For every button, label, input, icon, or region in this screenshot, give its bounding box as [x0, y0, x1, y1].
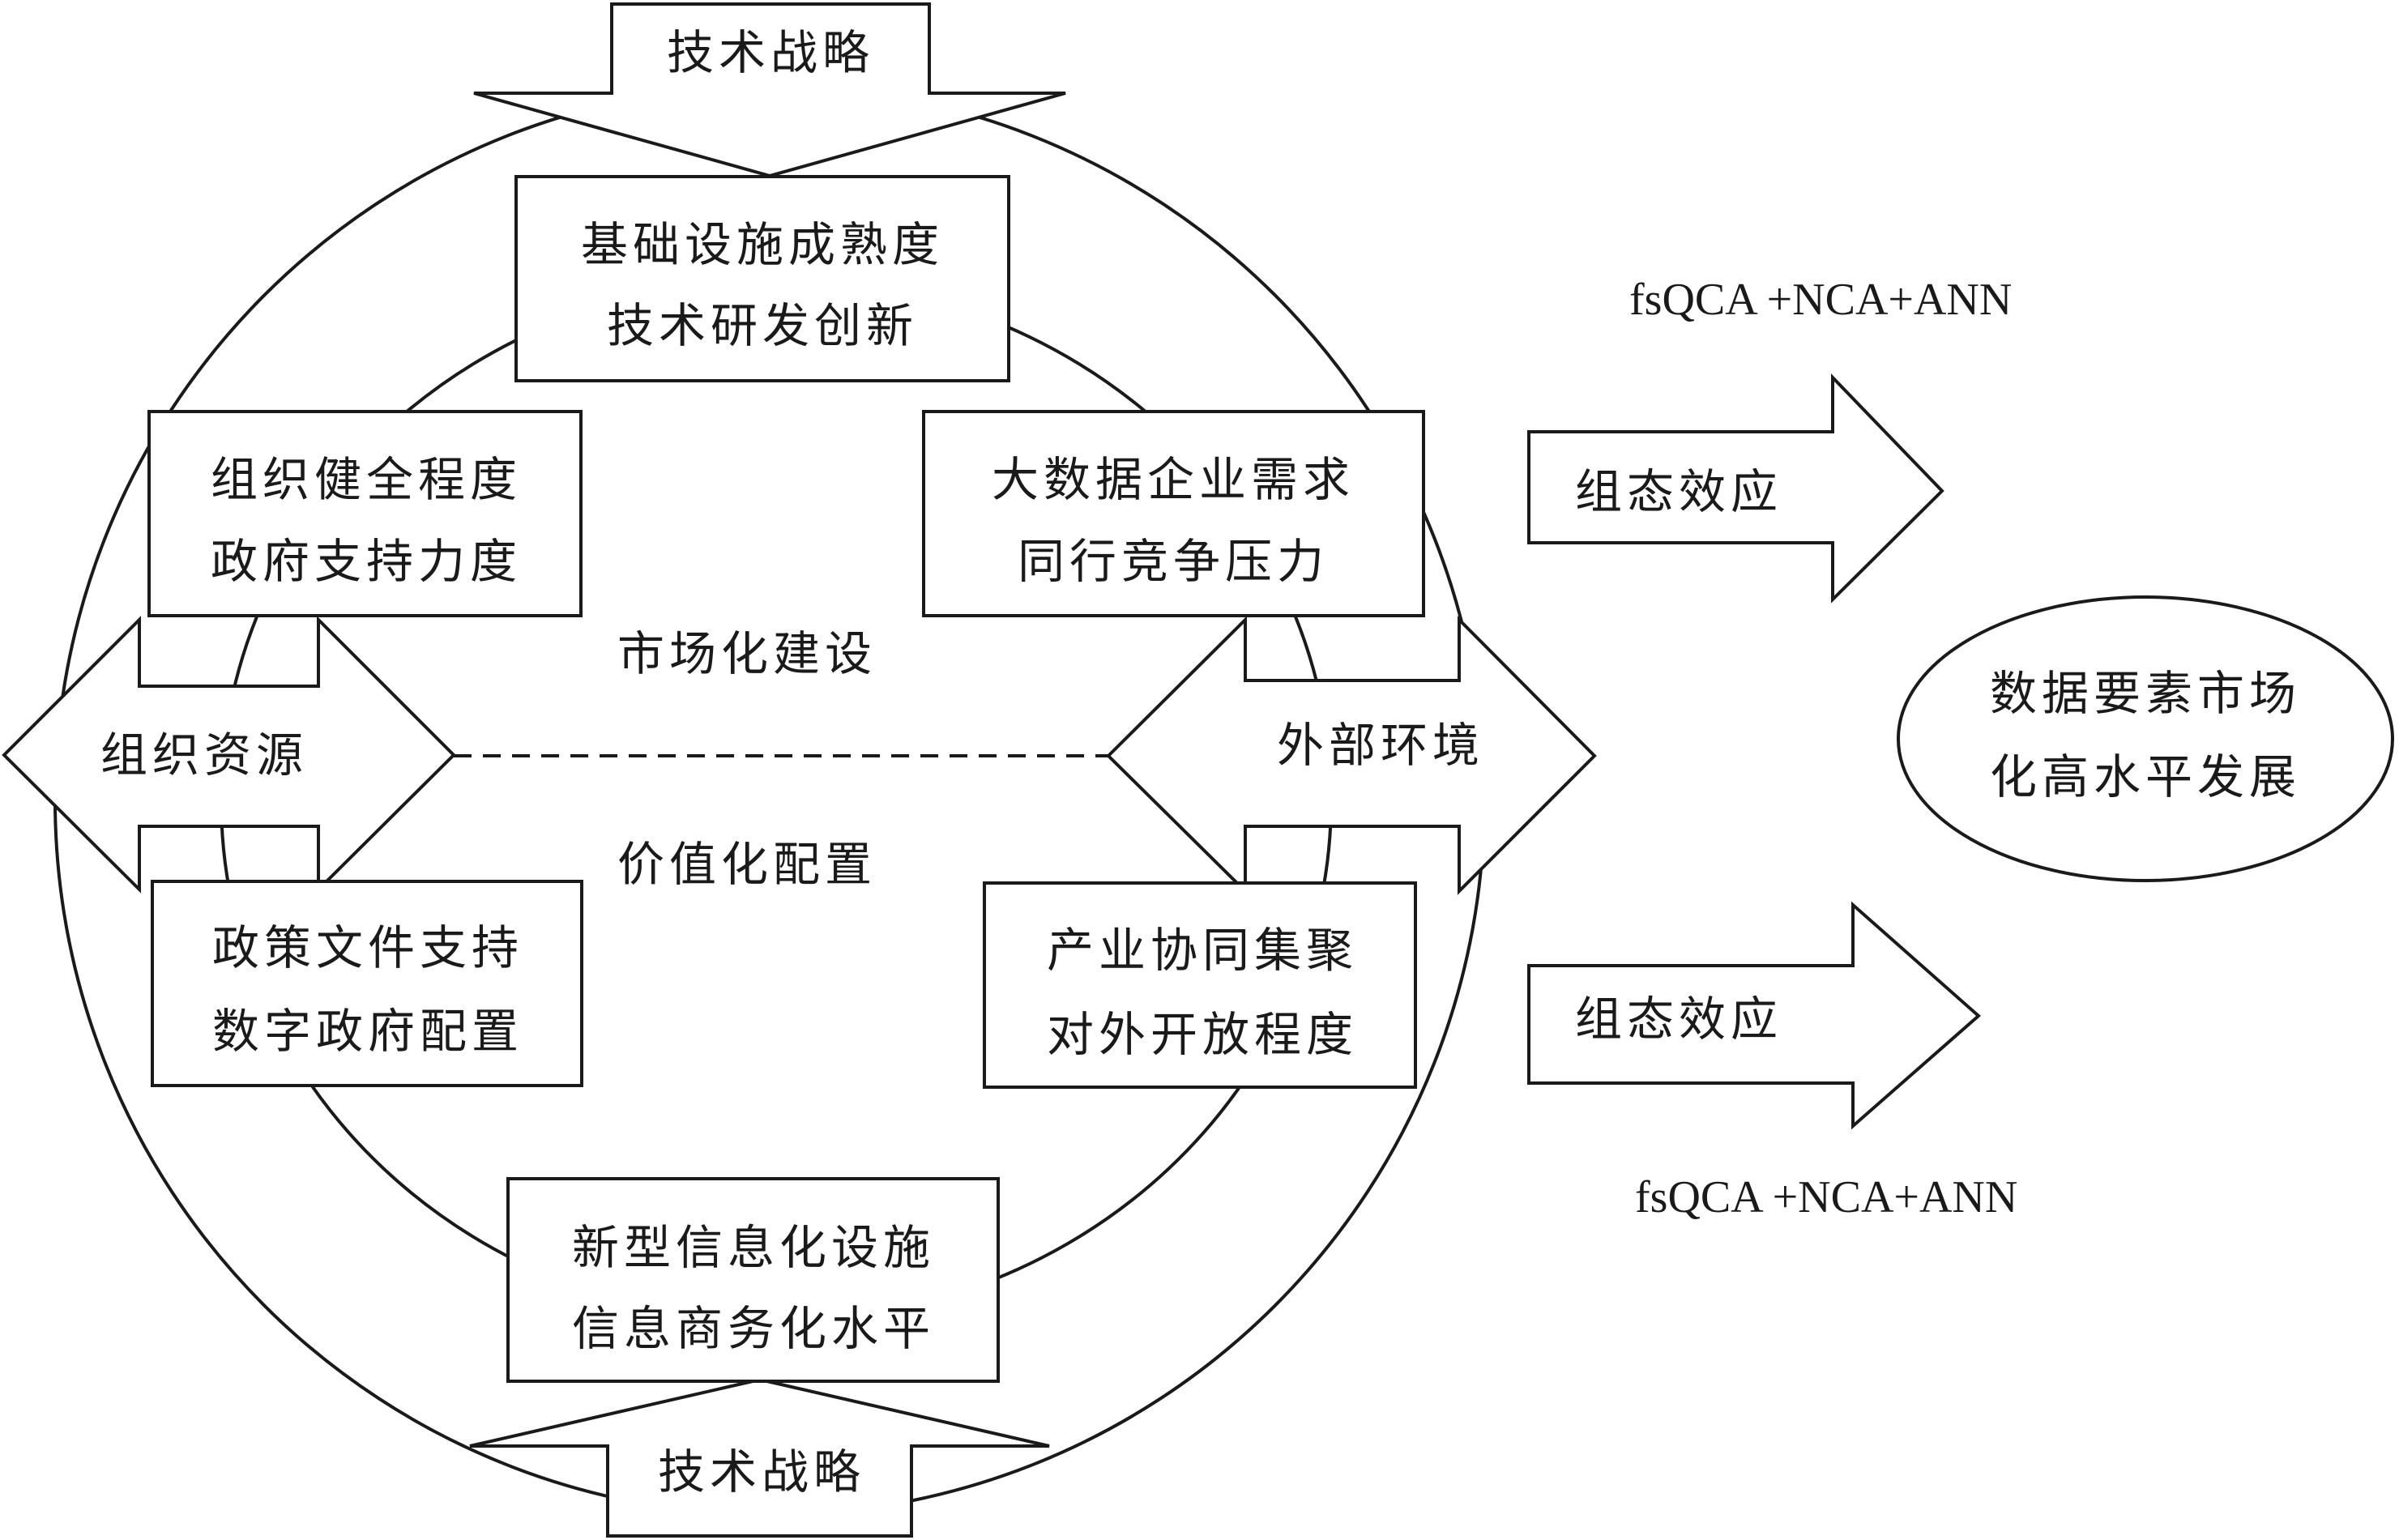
bottom-strategy-arrow: 技术战略	[469, 1377, 1050, 1538]
method-top: fsQCA +NCA+ANN	[1629, 275, 2012, 325]
box-top-right: 大数据企业需求 同行竞争压力	[922, 410, 1425, 617]
box-top-line1: 基础设施成熟度	[581, 217, 944, 272]
method-bottom: fsQCA +NCA+ANN	[1635, 1172, 2017, 1222]
box-bottom-right: 产业协同集聚 对外开放程度	[983, 881, 1417, 1089]
right-arrow-label: 外部环境	[1277, 718, 1484, 773]
box-bottom-left: 政策文件支持 数字政府配置	[151, 880, 583, 1087]
box-top-left-line2: 政府支持力度	[211, 534, 522, 589]
left-double-arrow: 组织资源	[2, 616, 456, 894]
outcome-line1: 数据要素市场	[1990, 666, 2301, 721]
outcome-ellipse: 数据要素市场 化高水平发展	[1897, 595, 2394, 882]
box-top-right-line1: 大数据企业需求	[992, 452, 1355, 507]
top-strategy-arrow: 技术战略	[473, 2, 1066, 178]
label-value: 价值化配置	[617, 837, 877, 892]
outcome-line2: 化高水平发展	[1990, 749, 2301, 804]
box-bottom-line1: 新型信息化设施	[572, 1220, 935, 1275]
top-strategy-label: 技术战略	[667, 25, 874, 80]
bottom-strategy-label: 技术战略	[658, 1444, 865, 1499]
box-top-left-line1: 组织健全程度	[211, 452, 522, 507]
box-bottom-left-line1: 政策文件支持	[212, 920, 523, 975]
box-bottom-right-line2: 对外开放程度	[1047, 1007, 1358, 1062]
box-bottom: 新型信息化设施 信息商务化水平	[506, 1177, 1000, 1383]
label-market: 市场化建设	[617, 626, 877, 681]
right-double-arrow: 外部环境	[1106, 616, 1597, 895]
effect-bottom-label: 组态效应	[1575, 992, 1782, 1047]
effect-top-label: 组态效应	[1575, 464, 1782, 519]
box-bottom-right-line1: 产业协同集聚	[1047, 923, 1358, 978]
left-arrow-label: 组织资源	[100, 727, 308, 783]
box-bottom-left-line2: 数字政府配置	[212, 1004, 523, 1059]
box-top-right-line2: 同行竞争压力	[1018, 534, 1329, 589]
effect-arrow-top: 组态效应	[1527, 373, 1944, 604]
box-top-left: 组织健全程度 政府支持力度	[147, 410, 583, 617]
box-top: 基础设施成熟度 技术研发创新	[514, 175, 1010, 382]
box-bottom-line2: 信息商务化水平	[572, 1301, 935, 1356]
box-top-line2: 技术研发创新	[607, 298, 918, 353]
effect-arrow-bottom: 组态效应	[1527, 901, 1982, 1130]
